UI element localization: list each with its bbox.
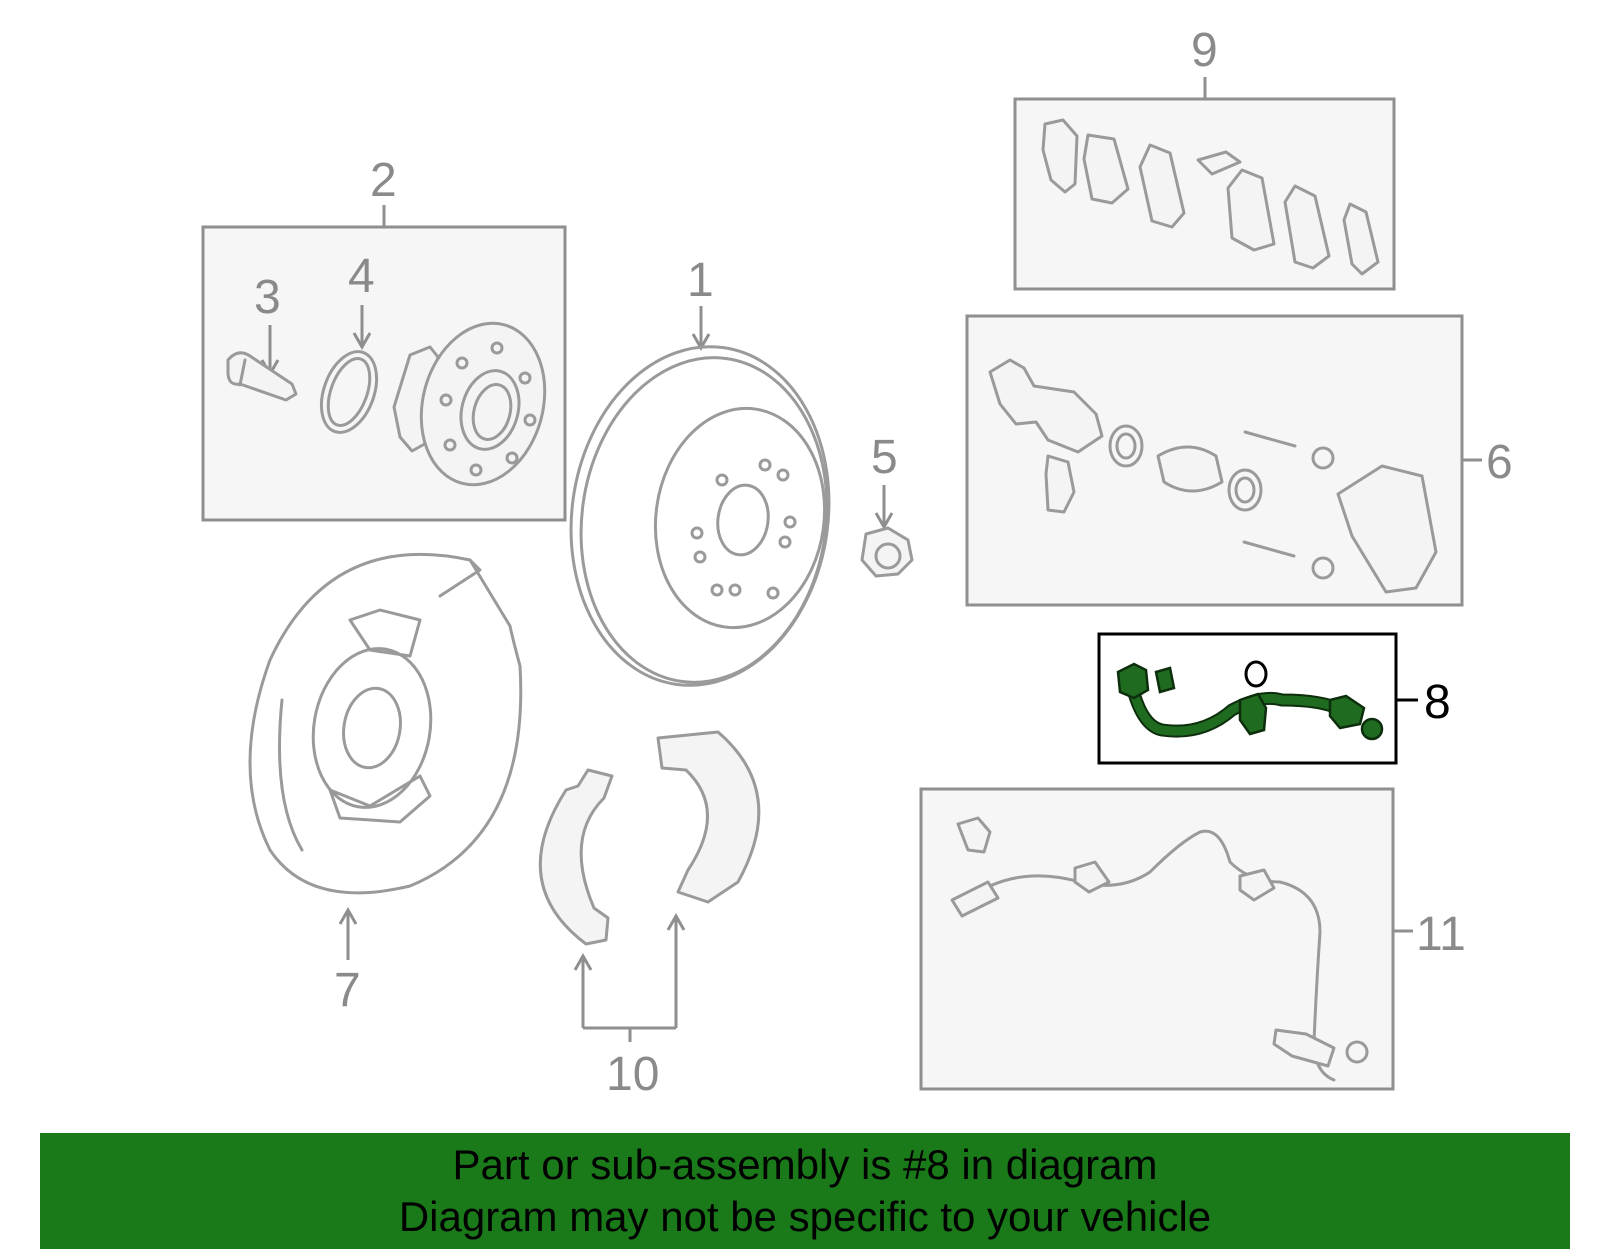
callout-5-arrowhead: [874, 512, 894, 531]
callout-1: 1: [687, 254, 714, 307]
hub-bearing-part: [392, 321, 547, 487]
brake-pads-group: 9: [1013, 24, 1396, 291]
callout-4-arrowhead: [352, 332, 372, 351]
banner-line-2: Diagram may not be specific to your vehi…: [398, 1193, 1212, 1240]
caliper-group: 6: [965, 314, 1513, 607]
brake-pad-parts: [1041, 118, 1380, 276]
callout-10-arrowhead-left: [573, 952, 593, 971]
banner-line-1: Part or sub-assembly is #8 in diagram: [452, 1141, 1158, 1188]
callout-10-arrowhead-right: [666, 912, 686, 931]
callout-7-arrowhead: [338, 906, 358, 925]
brake-rotor-part: [569, 345, 831, 687]
callout-9: 9: [1191, 24, 1218, 77]
parking-brake-shoes-part: [538, 730, 761, 946]
brake-hose-group: 8: [1097, 632, 1451, 765]
callout-3: 3: [254, 271, 281, 324]
o-ring-part: [319, 350, 379, 434]
backing-plate-part: [248, 552, 523, 895]
callout-5: 5: [871, 431, 898, 484]
callout-4: 4: [348, 250, 375, 303]
wheel-speed-sensor-part: [950, 816, 1369, 1082]
callout-8: 8: [1424, 676, 1451, 729]
hub-assembly-group: 2 3 4: [201, 154, 567, 522]
callout-2: 2: [370, 154, 397, 207]
lug-nut-group: 5: [860, 431, 914, 578]
brake-pads-box: [1013, 97, 1396, 291]
callout-11: 11: [1416, 908, 1466, 961]
hub-bolt-part: [226, 351, 298, 402]
brake-hose-part: [1116, 660, 1384, 741]
callout-10: 10: [606, 1048, 659, 1101]
part-info-banner: Part or sub-assembly is #8 in diagram Di…: [40, 1133, 1570, 1249]
caliper-parts: [988, 358, 1438, 594]
lug-nut-part: [860, 526, 914, 578]
callout-6: 6: [1486, 436, 1513, 489]
backing-plate-group: 7: [248, 552, 523, 1017]
wheel-speed-sensor-group: 11: [919, 787, 1466, 1091]
brake-rotor-group: 1: [569, 254, 831, 687]
callout-7: 7: [334, 964, 361, 1017]
parking-brake-shoes-group: 10: [538, 730, 761, 1101]
